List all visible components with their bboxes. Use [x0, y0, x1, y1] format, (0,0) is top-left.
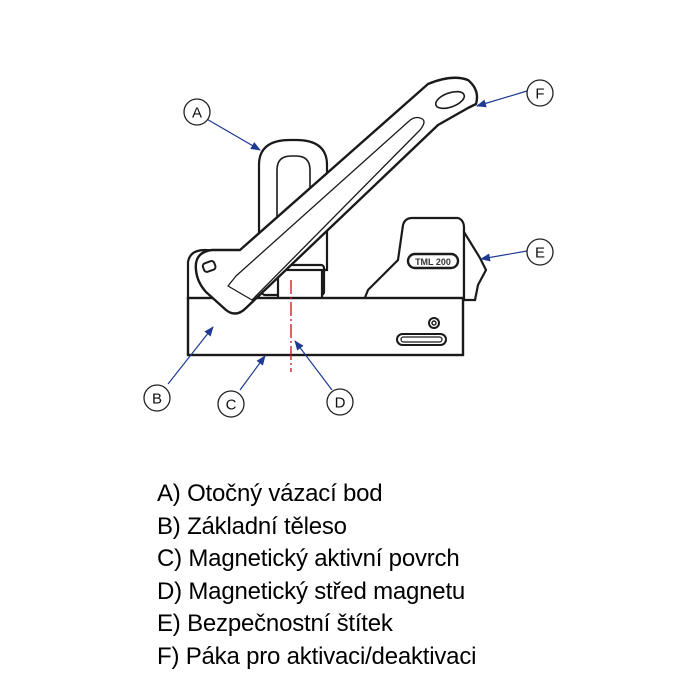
svg-text:C: C [226, 397, 237, 414]
svg-text:B: B [152, 391, 162, 408]
legend-item-e: E) Bezpečnostní štítek [157, 610, 393, 637]
legend-item-c: C) Magnetický aktivní povrch [157, 545, 460, 572]
callout-a: A [183, 98, 211, 126]
svg-text:E: E [535, 245, 545, 262]
svg-text:F: F [535, 86, 544, 103]
callout-e: E [526, 238, 554, 266]
callout-arrows [167, 90, 528, 391]
svg-text:A: A [192, 105, 202, 122]
callout-b: B [143, 384, 171, 412]
legend-item-f: F) Páka pro aktivaci/deaktivaci [157, 642, 477, 670]
svg-text:D: D [335, 395, 346, 412]
magnet-lifter-diagram: TML 200 A B C D [143, 76, 554, 418]
callout-f: F [526, 79, 554, 107]
parts-legend: A) Otočný vázací bod B) Základní těleso … [157, 478, 476, 673]
activation-lever [194, 76, 479, 315]
callout-c: C [217, 390, 245, 418]
device-plate-text: TML 200 [415, 257, 451, 267]
legend-item-b: B) Základní těleso [157, 512, 347, 540]
legend-item-a: A) Otočný vázací bod [157, 480, 383, 507]
legend-item-d: D) Magnetický střed magnetu [157, 577, 466, 605]
callout-d: D [326, 388, 354, 416]
